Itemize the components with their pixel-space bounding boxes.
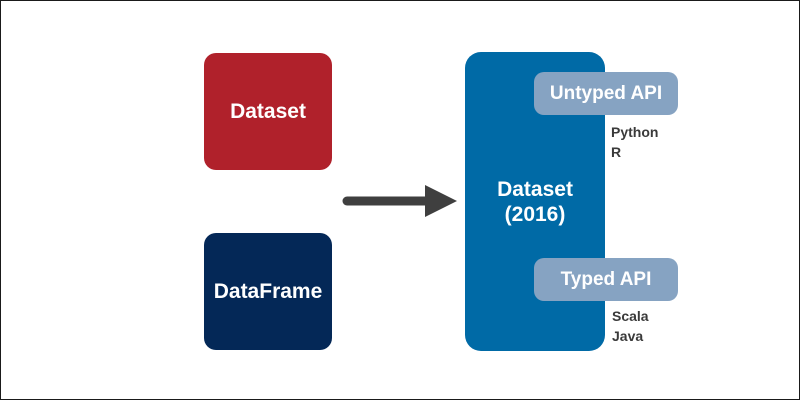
- typed-api-pill: Typed API: [534, 258, 678, 301]
- untyped-api-languages: Python R: [611, 122, 658, 162]
- untyped-api-pill: Untyped API: [534, 72, 678, 115]
- unification-arrow-icon: [342, 185, 457, 217]
- legacy-dataset-label: Dataset: [230, 99, 306, 123]
- legacy-dataframe-label: DataFrame: [213, 279, 323, 303]
- typed-api-languages: Scala Java: [612, 306, 649, 346]
- language-item: Java: [612, 328, 644, 344]
- language-item: Scala: [612, 308, 649, 324]
- language-item: R: [611, 144, 622, 160]
- untyped-api-label: Untyped API: [549, 82, 663, 104]
- legacy-dataframe-box: DataFrame: [204, 233, 332, 350]
- legacy-dataset-box: Dataset: [204, 53, 332, 170]
- unified-dataset-title: Dataset: [497, 177, 573, 201]
- unified-dataset-year: (2016): [504, 202, 566, 226]
- typed-api-label: Typed API: [560, 268, 652, 290]
- language-item: Python: [611, 124, 659, 140]
